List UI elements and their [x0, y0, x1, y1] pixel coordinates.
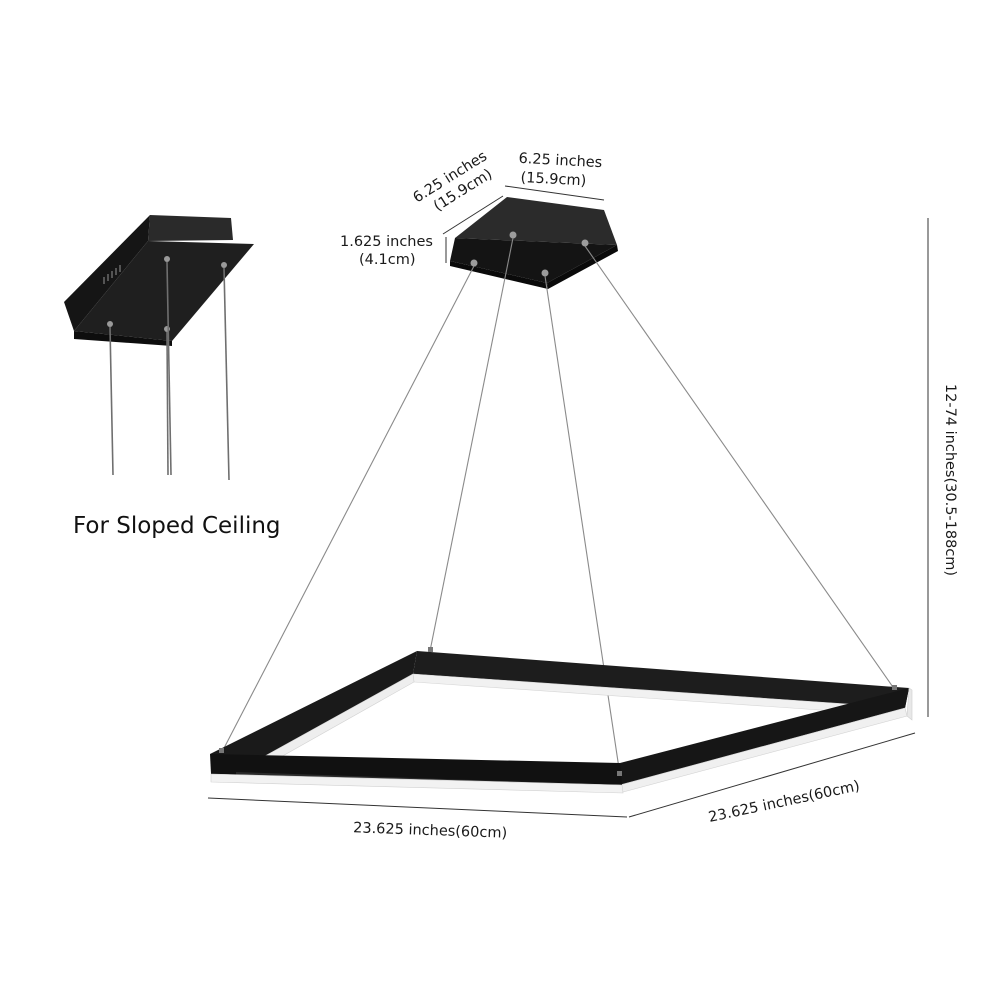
canopy-depth-label: 6.25 inches (15.9cm) — [410, 148, 495, 214]
canopy-width-cm: (15.9cm) — [520, 170, 586, 189]
sloped-ceiling-caption: For Sloped Ceiling — [73, 513, 281, 539]
drop-length-label: 12-74 inches(30.5-188cm) — [942, 384, 958, 576]
canopy-height-label: 1.625 inches (4.1cm) — [340, 234, 433, 268]
sloped-ceiling-canopy — [64, 215, 254, 481]
canopy-width-inches: 6.25 inches — [518, 151, 602, 171]
canopy-height-inches: 1.625 inches — [340, 234, 433, 250]
vent-slits — [103, 265, 121, 284]
dimension-lines — [207, 185, 929, 818]
square-led-frame — [210, 647, 913, 794]
frame-side-width-label: 23.625 inches(60cm) — [707, 778, 861, 826]
canopy-width-label: 6.25 inches (15.9cm) — [518, 151, 602, 190]
canopy-height-cm: (4.1cm) — [359, 252, 415, 268]
frame-front-width-label: 23.625 inches(60cm) — [353, 820, 508, 841]
ceiling-canopy — [450, 197, 618, 289]
